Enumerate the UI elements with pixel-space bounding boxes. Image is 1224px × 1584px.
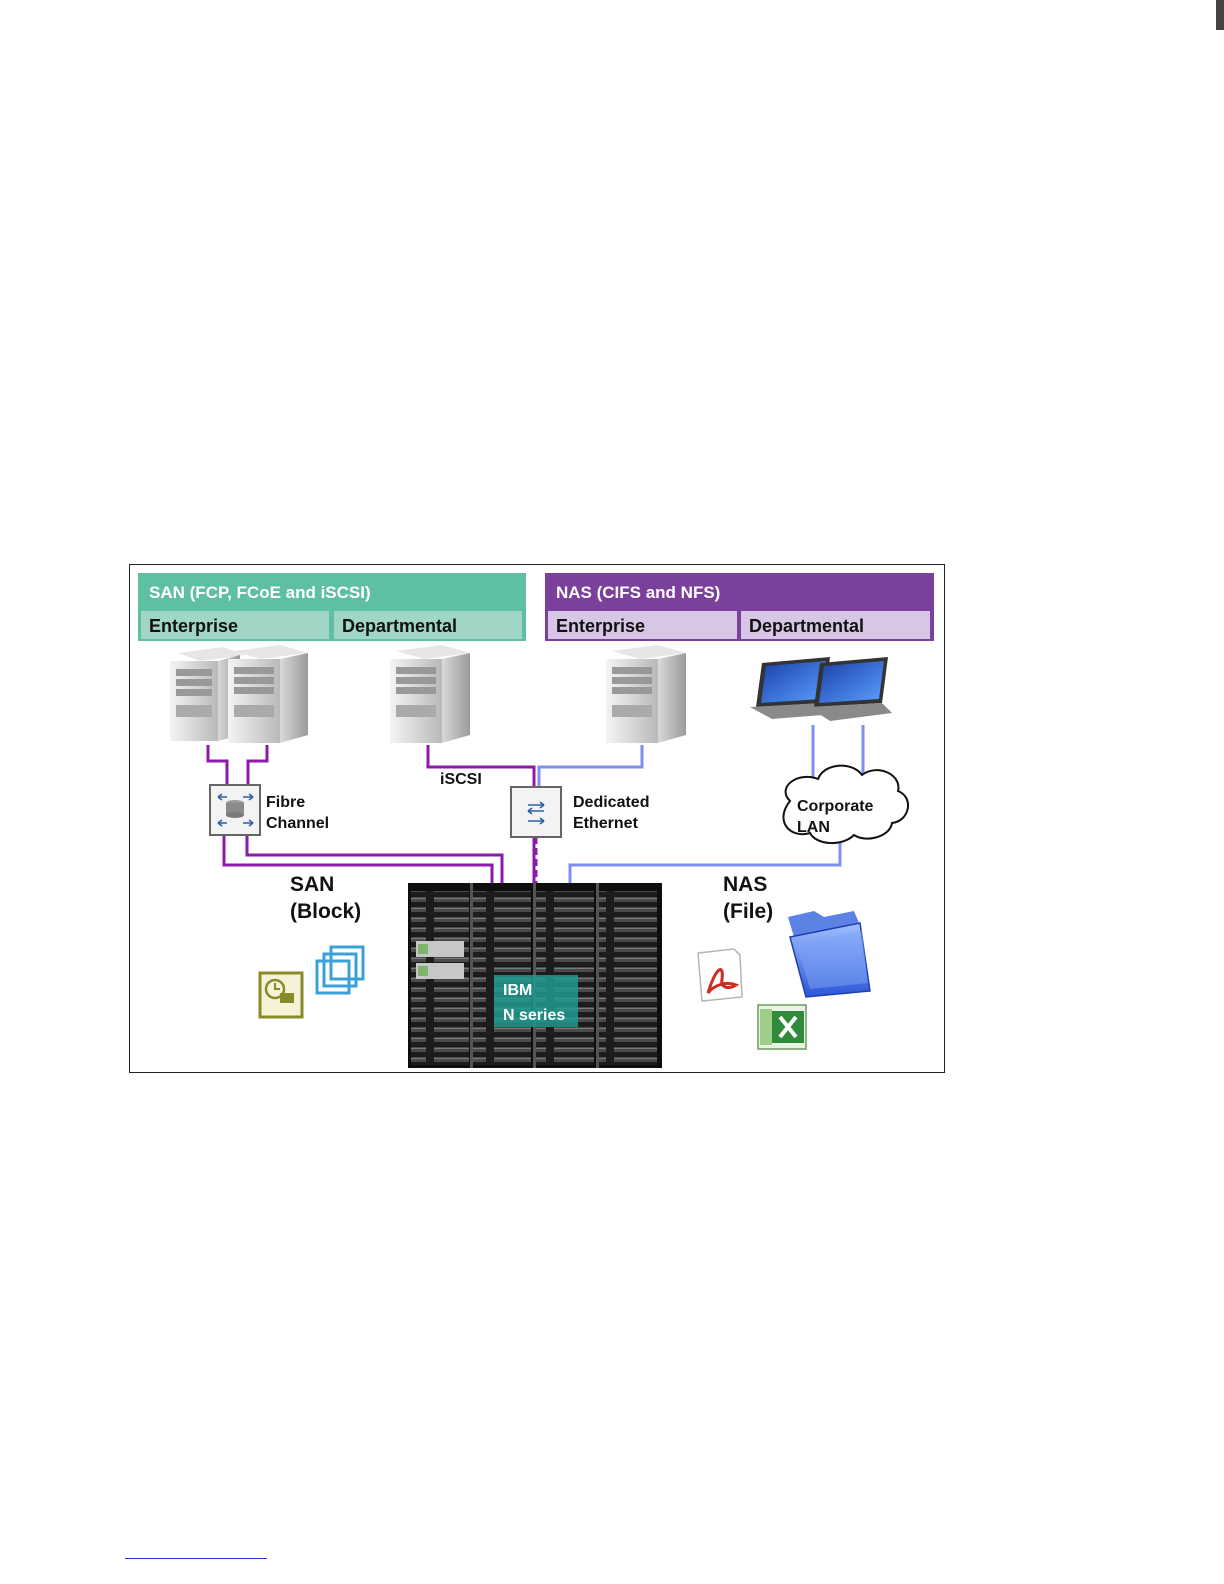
database-app-icon bbox=[260, 973, 302, 1017]
nas-header: NAS (CIFS and NFS) Enterprise Department… bbox=[545, 573, 934, 641]
nas-enterprise-label: Enterprise bbox=[556, 616, 645, 636]
fibre-channel-label-2: Channel bbox=[266, 815, 329, 832]
san-header: SAN (FCP, FCoE and iSCSI) Enterprise Dep… bbox=[138, 573, 526, 641]
dedicated-ethernet-label-2: Ethernet bbox=[573, 815, 639, 832]
san-block-label-2: (Block) bbox=[290, 900, 361, 923]
footnote-separator bbox=[125, 1558, 267, 1559]
san-enterprise-label: Enterprise bbox=[149, 616, 238, 636]
san-block-label-1: SAN bbox=[290, 873, 334, 896]
nas-header-title: NAS (CIFS and NFS) bbox=[556, 583, 720, 602]
storage-rack-icon: IBM N series bbox=[408, 883, 662, 1068]
fibre-channel-label-1: Fibre bbox=[266, 794, 305, 811]
excel-file-icon bbox=[758, 1005, 806, 1049]
iscsi-label: iSCSI bbox=[440, 771, 482, 788]
nas-departmental-label: Departmental bbox=[749, 616, 864, 636]
diagram-frame: SAN (FCP, FCoE and iSCSI) Enterprise Dep… bbox=[129, 564, 945, 1073]
page-edge-mark bbox=[1216, 0, 1224, 30]
dedicated-ethernet-label-1: Dedicated bbox=[573, 794, 649, 811]
corporate-lan-label-1: Corporate bbox=[797, 798, 874, 815]
san-header-title: SAN (FCP, FCoE and iSCSI) bbox=[149, 583, 371, 602]
ethernet-switch-icon bbox=[511, 787, 561, 837]
fibre-channel-switch-icon bbox=[210, 785, 260, 835]
nas-file-label-2: (File) bbox=[723, 900, 773, 923]
san-departmental-label: Departmental bbox=[342, 616, 457, 636]
virtualization-icon bbox=[317, 947, 363, 993]
nas-file-label-1: NAS bbox=[723, 873, 767, 896]
san-nas-diagram: SAN (FCP, FCoE and iSCSI) Enterprise Dep… bbox=[130, 565, 946, 1074]
laptop-icon bbox=[808, 657, 892, 721]
folder-icon bbox=[788, 911, 870, 997]
corporate-lan-label-2: LAN bbox=[797, 819, 830, 836]
server-tower-icon bbox=[228, 645, 308, 743]
storage-label-1: IBM bbox=[503, 982, 532, 999]
storage-label-2: N series bbox=[503, 1007, 565, 1024]
pdf-file-icon bbox=[698, 949, 742, 1001]
server-tower-icon bbox=[606, 645, 686, 743]
server-tower-icon bbox=[390, 645, 470, 743]
